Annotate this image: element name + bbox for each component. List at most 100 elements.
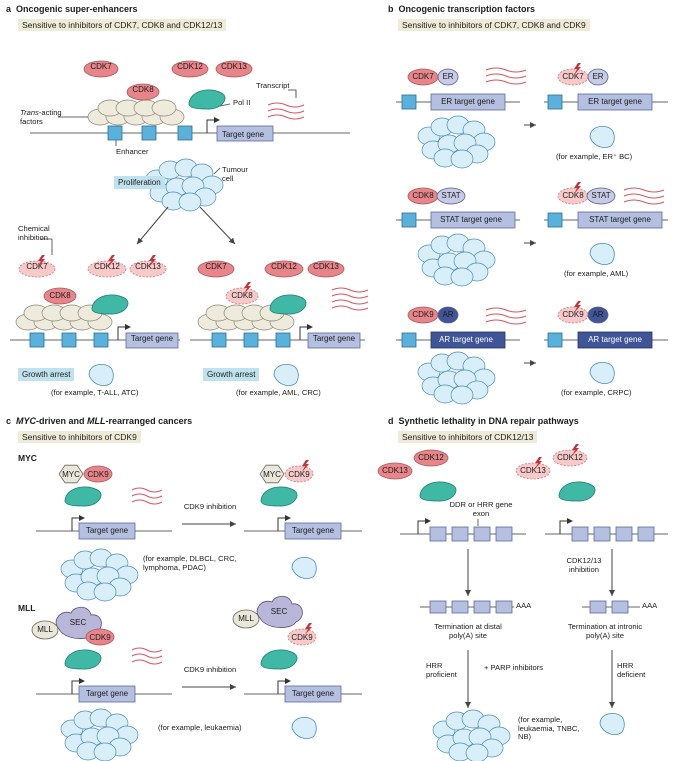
cdk8-label: CDK8 xyxy=(132,85,154,94)
cdk9-b-inhibited-label: CDK9 xyxy=(562,310,584,319)
pol2-right-shape xyxy=(269,294,307,315)
promoter-arrow xyxy=(559,518,573,534)
pol2-label: Pol II xyxy=(233,98,251,107)
transcript-waves xyxy=(267,102,305,108)
transcript-waves-stat xyxy=(623,187,665,193)
example-aml-crc: (for example, AML, CRC) xyxy=(236,388,321,397)
cdk9-inhibition-1: CDK9 inhibition xyxy=(183,502,237,511)
transcript-waves xyxy=(267,114,305,120)
transcript-waves-myc xyxy=(131,499,163,505)
pol2-c-mll-right-shape xyxy=(260,649,298,670)
arrow-to-right-outcome xyxy=(199,206,236,245)
pol2-pointer xyxy=(219,103,231,107)
termination-distal-label: Termination at distal poly(A) site xyxy=(434,622,502,640)
enhancer-box xyxy=(401,212,417,228)
target-gene-box xyxy=(216,125,274,142)
cdk12-ellipse xyxy=(171,60,209,78)
transcript-label: Transcript xyxy=(256,81,290,90)
cdk9-c-inhibited-2: CDK9 xyxy=(291,633,313,642)
exon-box xyxy=(571,526,589,542)
stat-gene-label-1: STAT target gene xyxy=(440,215,502,224)
cdk1213-inhibition-label: CDK12/13 inhibition xyxy=(566,556,602,574)
transcript-waves-er xyxy=(485,73,527,79)
promoter-arrow xyxy=(277,515,291,531)
enhancer-box xyxy=(141,125,157,141)
mll-ellipse xyxy=(31,620,59,640)
ar-b-label: AR xyxy=(442,310,454,319)
tumour-cell-cluster-stat xyxy=(450,267,474,287)
exon-box xyxy=(615,526,633,542)
mrna-exon xyxy=(473,600,491,614)
example-t-all: (for example, T-ALL, ATC) xyxy=(51,388,139,397)
proliferation-tag: Proliferation xyxy=(114,176,165,189)
enhancer-box xyxy=(243,332,259,348)
growth-arrest-left-tag: Growth arrest xyxy=(18,368,75,381)
pol2-d-right-shape xyxy=(558,481,596,502)
stat-b-label: STAT xyxy=(441,191,461,200)
transcript-waves-ar xyxy=(485,313,527,319)
cdk9-c-label-1: CDK9 xyxy=(87,470,109,479)
mrna-exon xyxy=(589,600,607,614)
inhibition-bolt xyxy=(572,444,579,456)
transcript-waves-ar xyxy=(485,319,527,325)
transcript-waves-right xyxy=(331,293,369,299)
target-gene-box-c1 xyxy=(78,522,136,540)
example-tnbc: (for example, leukaemia, TNBC, NB) xyxy=(518,715,580,742)
cdk12-inhibited-ellipse xyxy=(87,260,127,278)
exon-box xyxy=(593,526,611,542)
cell-stat-right xyxy=(589,243,615,265)
inhibition-bolt xyxy=(149,255,156,267)
exon-box xyxy=(429,526,447,542)
er-b-label: ER xyxy=(442,72,454,81)
pol2-c-mll-shape xyxy=(64,649,102,670)
tumour-cell-cluster-ar xyxy=(450,385,474,405)
example-leukaemia: (for example, leukaemia) xyxy=(158,723,242,732)
inhibition-bolt xyxy=(302,460,309,472)
mll-heading: MLL xyxy=(18,603,36,613)
sec-label-1: SEC xyxy=(69,618,87,627)
cdk9-c-label-2: CDK9 xyxy=(89,633,111,642)
cdk12-d-label: CDK12 xyxy=(418,453,444,462)
enhancer-label: Enhancer xyxy=(116,147,149,156)
er-ellipse xyxy=(437,68,459,86)
tumour-cell-cluster-er xyxy=(450,149,474,169)
panel-c-subtitle: Sensitive to inhibitors of CDK9 xyxy=(18,431,141,443)
promoter-arrow xyxy=(277,678,291,694)
example-crpc: (for example, CRPC) xyxy=(561,388,632,397)
mrna-exon xyxy=(495,600,513,614)
trans-acting-factor-back xyxy=(151,99,177,117)
enhancer-box xyxy=(275,332,291,348)
cdk12-d-inhibited-label: CDK12 xyxy=(557,453,583,462)
cell-er-right xyxy=(589,126,615,148)
cell-myc-right xyxy=(291,557,317,579)
cell-d-right xyxy=(599,713,625,735)
cdk9-c-inhibited-1: CDK9 xyxy=(288,470,310,479)
cdk12-d-ellipse xyxy=(413,449,449,467)
target-gene-label-a-top: Target gene xyxy=(221,130,265,139)
aaa-right: AAA xyxy=(642,601,658,610)
sec-cloud-right xyxy=(256,595,303,628)
gene-box-er-right xyxy=(577,93,653,111)
inhibition-bolt xyxy=(574,301,581,313)
transcript-waves-right xyxy=(331,299,369,305)
transcript-waves-er xyxy=(485,67,527,73)
target-gene-box-c3 xyxy=(78,685,136,703)
ar-ellipse-right xyxy=(587,306,609,324)
myc-heading: MYC xyxy=(18,453,37,463)
stat-gene-label-2: STAT target gene xyxy=(589,215,651,224)
gene-box-ar xyxy=(430,331,506,349)
cdk8-b-label: CDK8 xyxy=(412,191,434,200)
cdk13-right-label: CDK13 xyxy=(313,262,339,271)
cdk13-d-ellipse xyxy=(377,462,413,480)
promoter-arrow xyxy=(417,518,431,534)
cdk13-inhibited-ellipse xyxy=(129,260,167,278)
cdk8-b-inhibited-label: CDK8 xyxy=(562,191,584,200)
hrr-deficient-label: HRR deficient xyxy=(617,661,646,679)
panel-b-title: b Oncogenic transcription factors xyxy=(388,4,536,14)
promoter-arrow xyxy=(299,324,313,340)
cdk13-d-inhibited-label: CDK13 xyxy=(520,466,546,475)
cdk7-inhibited-label: CDK7 xyxy=(26,262,48,271)
cell-mll-right xyxy=(291,717,317,739)
